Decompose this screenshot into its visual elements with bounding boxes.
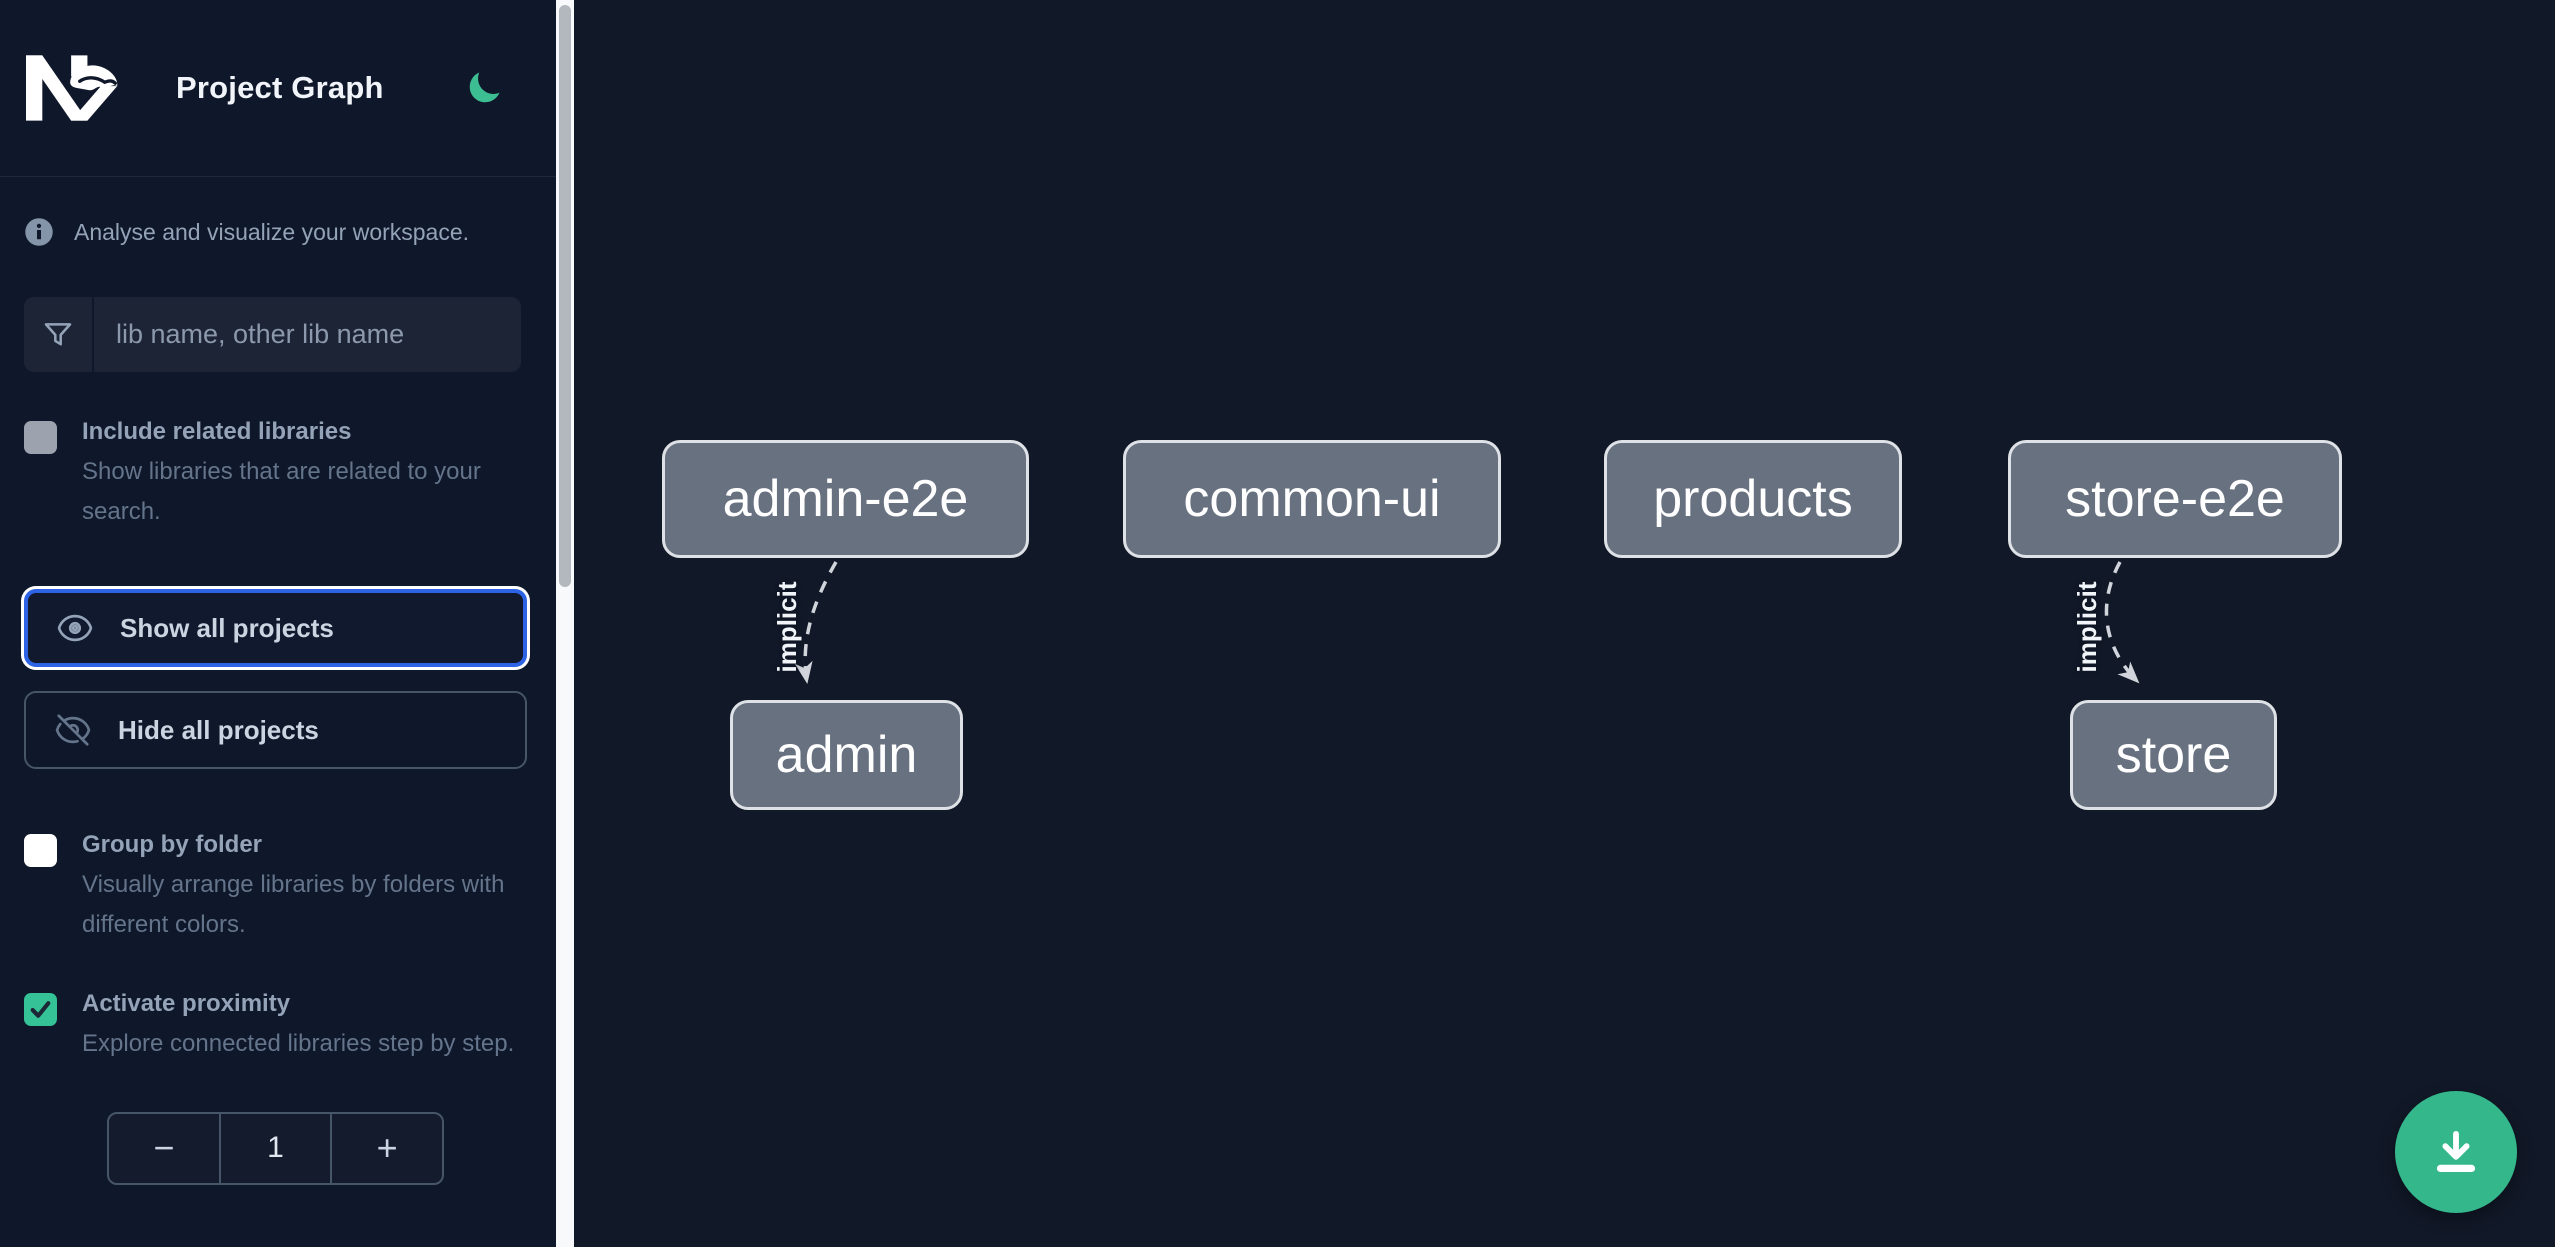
- node-products[interactable]: products: [1604, 440, 1902, 558]
- group-by-folder-checkbox[interactable]: [24, 834, 57, 868]
- activate-proximity-description: Explore connected libraries step by step…: [82, 1030, 515, 1058]
- proximity-decrease-button[interactable]: −: [109, 1114, 219, 1183]
- activate-proximity-label[interactable]: Activate proximity: [82, 990, 291, 1018]
- download-icon: [2436, 1130, 2476, 1173]
- sidebar: Project Graph Analyse and visualize your…: [0, 0, 556, 1247]
- include-related-option: Include related libraries Show libraries…: [24, 418, 526, 531]
- download-graph-button[interactable]: [2395, 1091, 2517, 1213]
- activate-proximity-checkbox[interactable]: [24, 993, 57, 1027]
- include-related-label[interactable]: Include related libraries: [82, 418, 352, 445]
- node-common-ui[interactable]: common-ui: [1123, 440, 1501, 558]
- activate-proximity-option: Activate proximity Explore connected lib…: [24, 990, 526, 1064]
- edge-admin-e2e-to-admin[interactable]: [794, 561, 838, 684]
- moon-icon: [469, 72, 500, 103]
- project-graph-canvas[interactable]: implicit implicit admin-e2e common-ui pr…: [574, 0, 2555, 1247]
- sidebar-body: Analyse and visualize your workspace. In…: [0, 217, 556, 1185]
- theme-toggle-button[interactable]: [462, 66, 506, 110]
- edge-store-e2e-to-store[interactable]: [2104, 561, 2140, 684]
- hide-all-projects-button[interactable]: Hide all projects: [24, 691, 527, 770]
- page-title: Project Graph: [176, 70, 384, 105]
- sidebar-header: Project Graph: [0, 0, 556, 177]
- show-all-projects-label: Show all projects: [120, 612, 334, 643]
- eye-icon: [57, 614, 93, 642]
- node-admin-e2e[interactable]: admin-e2e: [662, 440, 1029, 558]
- group-by-folder-label[interactable]: Group by folder: [82, 831, 262, 859]
- eye-off-icon: [55, 714, 91, 746]
- proximity-increase-button[interactable]: +: [332, 1114, 442, 1183]
- search-input[interactable]: [94, 297, 521, 372]
- check-icon: [30, 1001, 51, 1019]
- nx-logo: [26, 55, 118, 121]
- info-text: Analyse and visualize your workspace.: [74, 218, 470, 245]
- sidebar-scrollbar-thumb[interactable]: [559, 5, 571, 587]
- node-store[interactable]: store: [2070, 700, 2277, 810]
- include-related-description: Show libraries that are related to your …: [82, 458, 481, 525]
- info-icon: [25, 218, 53, 246]
- proximity-value[interactable]: 1: [218, 1113, 333, 1183]
- sidebar-scrollbar-track[interactable]: [556, 0, 574, 1247]
- proximity-stepper: − 1 +: [107, 1111, 444, 1185]
- search-field: [24, 297, 521, 372]
- group-by-folder-description: Visually arrange libraries by folders wi…: [82, 871, 505, 938]
- include-related-checkbox[interactable]: [24, 421, 57, 454]
- edge-label-implicit[interactable]: implicit: [2071, 581, 2102, 673]
- workspace-info: Analyse and visualize your workspace.: [24, 217, 526, 247]
- filter-funnel-icon: [24, 297, 94, 372]
- group-by-folder-option: Group by folder Visually arrange librari…: [24, 831, 526, 944]
- node-store-e2e[interactable]: store-e2e: [2008, 440, 2342, 558]
- hide-all-projects-label: Hide all projects: [118, 714, 319, 745]
- node-admin[interactable]: admin: [730, 700, 963, 810]
- show-all-projects-button[interactable]: Show all projects: [24, 589, 527, 668]
- dependency-edges: [794, 561, 2140, 684]
- edge-label-implicit[interactable]: implicit: [771, 581, 802, 673]
